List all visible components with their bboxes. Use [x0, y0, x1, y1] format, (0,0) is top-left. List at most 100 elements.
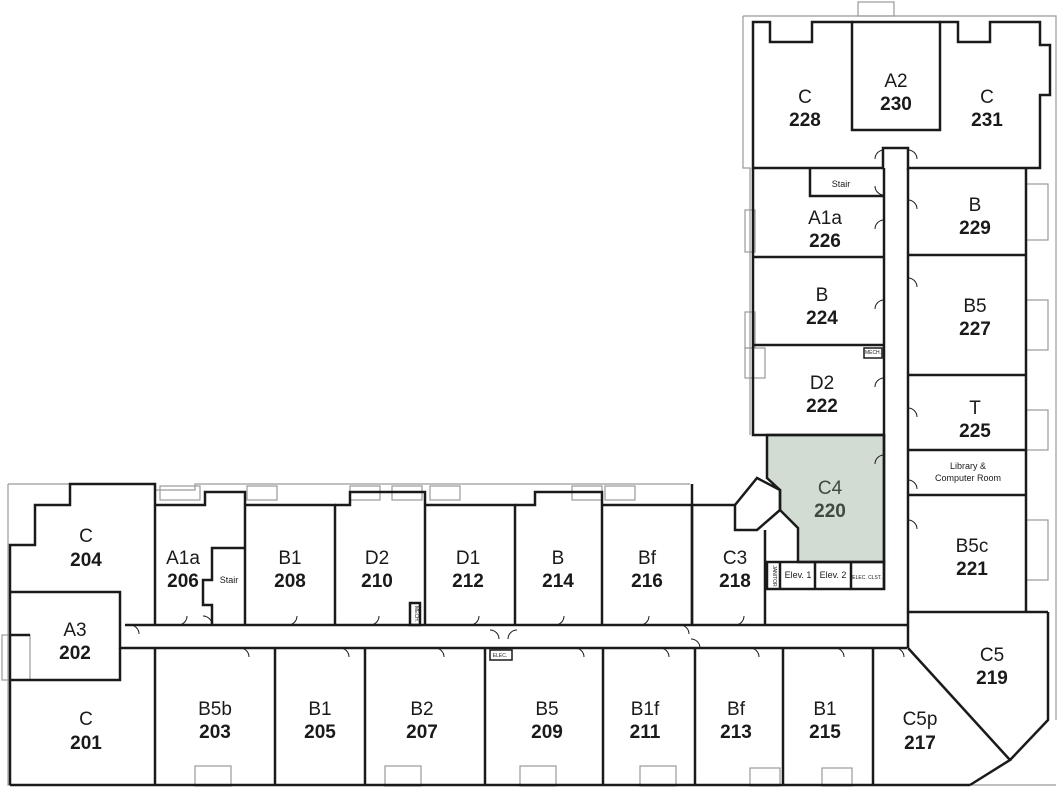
svg-text:Bf: Bf — [727, 699, 746, 720]
svg-text:D1: D1 — [456, 548, 480, 569]
svg-text:D2: D2 — [810, 373, 834, 394]
svg-text:219: 219 — [976, 668, 1008, 689]
elevator-2-label: Elev. 2 — [820, 570, 847, 580]
svg-text:224: 224 — [806, 308, 838, 329]
svg-text:229: 229 — [959, 218, 991, 239]
elec-label: ELEC. — [493, 653, 507, 659]
svg-text:216: 216 — [631, 571, 663, 592]
svg-text:Bf: Bf — [638, 548, 657, 569]
svg-text:B: B — [552, 548, 565, 569]
svg-text:209: 209 — [531, 722, 563, 743]
svg-text:221: 221 — [956, 559, 988, 580]
svg-text:220: 220 — [814, 501, 846, 522]
svg-text:207: 207 — [406, 722, 438, 743]
svg-text:D2: D2 — [365, 548, 389, 569]
room-204[interactable]: C 204 — [70, 526, 102, 571]
svg-text:B5: B5 — [963, 296, 986, 317]
walls — [8, 20, 1052, 787]
svg-text:208: 208 — [274, 571, 306, 592]
svg-text:Computer Room: Computer Room — [935, 473, 1001, 483]
svg-text:B5b: B5b — [198, 699, 232, 720]
svg-text:231: 231 — [971, 110, 1003, 131]
svg-text:213: 213 — [720, 722, 752, 743]
svg-text:202: 202 — [59, 643, 91, 664]
svg-text:A3: A3 — [63, 620, 86, 641]
svg-text:B5: B5 — [535, 699, 558, 720]
svg-text:A2: A2 — [884, 71, 907, 92]
svg-text:212: 212 — [452, 571, 484, 592]
svg-text:B1f: B1f — [631, 699, 660, 720]
elevator-1-label: Elev. 1 — [785, 570, 812, 580]
svg-text:226: 226 — [809, 231, 841, 252]
utility-boxes — [489, 347, 883, 661]
svg-text:A1a: A1a — [808, 208, 842, 229]
svg-text:C: C — [980, 87, 994, 108]
svg-text:C4: C4 — [818, 478, 843, 499]
svg-text:211: 211 — [630, 722, 661, 743]
svg-text:T: T — [969, 398, 981, 419]
svg-text:222: 222 — [806, 396, 838, 417]
svg-text:214: 214 — [542, 571, 574, 592]
svg-text:225: 225 — [959, 421, 991, 442]
door-swings — [129, 149, 918, 658]
svg-text:B: B — [969, 195, 982, 216]
stair-label-206: Stair — [220, 575, 239, 585]
elec-closet-label: ELEC. CLST. — [852, 575, 881, 581]
mech-label-210: MECH. — [413, 606, 419, 622]
svg-text:204: 204 — [70, 550, 102, 571]
svg-text:228: 228 — [789, 110, 821, 131]
svg-text:C5: C5 — [980, 645, 1004, 666]
svg-text:203: 203 — [199, 722, 231, 743]
janitor-label: JANITOR — [771, 565, 777, 587]
svg-text:201: 201 — [70, 733, 102, 754]
svg-text:205: 205 — [304, 722, 336, 743]
svg-text:217: 217 — [904, 733, 936, 754]
svg-text:B1: B1 — [813, 699, 836, 720]
svg-text:B1: B1 — [308, 699, 331, 720]
svg-text:B: B — [816, 285, 829, 306]
svg-text:218: 218 — [719, 571, 751, 592]
svg-text:C3: C3 — [723, 548, 747, 569]
svg-text:210: 210 — [361, 571, 393, 592]
svg-text:C: C — [79, 526, 93, 547]
svg-text:B1: B1 — [278, 548, 301, 569]
svg-text:B2: B2 — [410, 699, 433, 720]
svg-text:Library &: Library & — [950, 461, 986, 471]
mech-label: MECH. — [865, 350, 881, 356]
svg-text:215: 215 — [809, 722, 841, 743]
stair-label: Stair — [832, 179, 851, 189]
library-computer-room[interactable]: Library & Computer Room — [935, 461, 1001, 483]
